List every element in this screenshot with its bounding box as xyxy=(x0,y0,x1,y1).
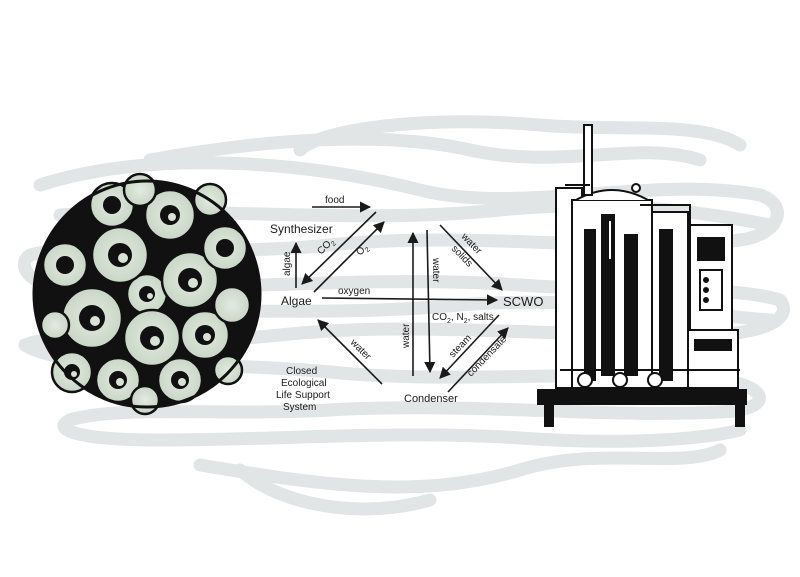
label-co2-n2-salts: CO2, N2, salts xyxy=(432,312,494,325)
arrow-o2-to-algae xyxy=(313,221,385,293)
node-scwo: SCWO xyxy=(503,294,543,309)
node-condenser: Condenser xyxy=(404,393,458,405)
arrow-oxygen-to-scwo xyxy=(321,294,499,306)
svg-text:Life Support: Life Support xyxy=(276,390,330,401)
label-water-back: water xyxy=(347,337,373,363)
arrow-water-back-to-algae xyxy=(317,319,383,385)
label-food: food xyxy=(325,195,344,206)
node-synthesizer: Synthesizer xyxy=(270,222,333,236)
label-o2: O2 xyxy=(354,242,372,260)
caption-closed-ecological-life-support-system: Closed Ecological Life Support System xyxy=(276,366,330,413)
label-oxygen: oxygen xyxy=(338,286,370,297)
svg-text:Closed: Closed xyxy=(286,366,317,377)
label-water-up: water xyxy=(401,323,412,349)
flow-arrows xyxy=(290,201,509,393)
arrow-water-down xyxy=(424,229,436,374)
node-algae: Algae xyxy=(281,294,312,308)
arrow-co2-to-synthesizer xyxy=(301,211,377,285)
label-algae-up: algae xyxy=(282,251,293,276)
arrow-condensate xyxy=(447,327,509,393)
arrow-water-solids-to-scwo xyxy=(439,224,503,291)
scwo-machine-illustration xyxy=(537,124,747,427)
label-water-down: water xyxy=(430,257,441,283)
arrow-steam xyxy=(439,314,500,379)
algae-colony-illustration xyxy=(32,172,262,416)
svg-text:Ecological: Ecological xyxy=(281,378,327,389)
svg-text:System: System xyxy=(283,402,316,413)
